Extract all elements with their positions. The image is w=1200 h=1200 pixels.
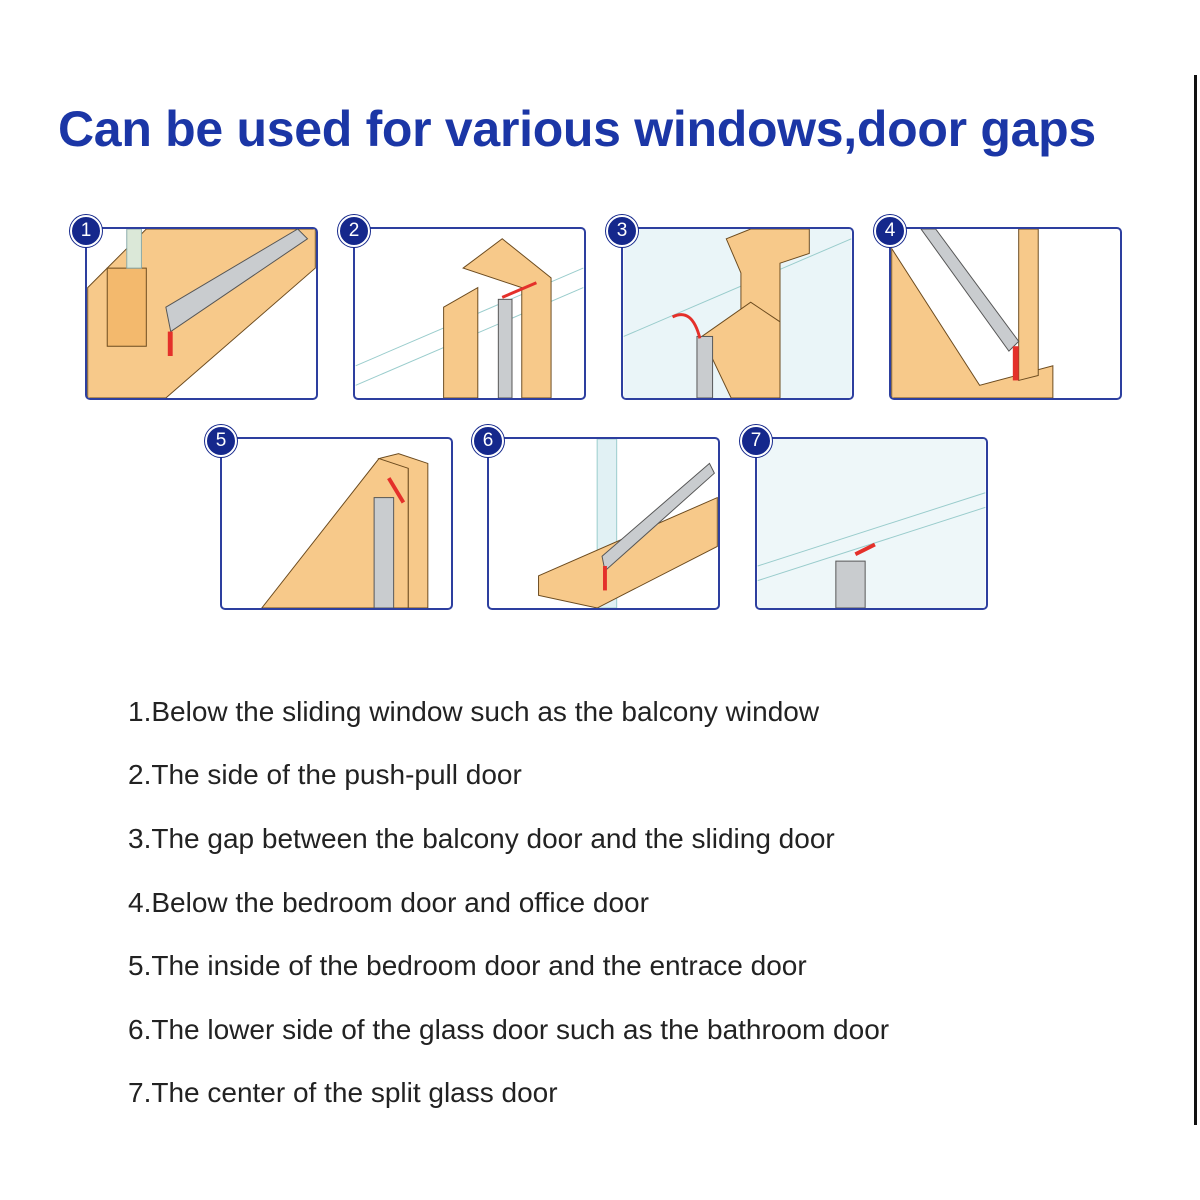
right-edge-divider bbox=[1194, 75, 1197, 1125]
badge-1: 1 bbox=[70, 215, 102, 247]
illustration-sliding-window bbox=[85, 227, 318, 400]
illustration-glass-bathroom-door bbox=[487, 437, 720, 610]
badge-5: 5 bbox=[205, 425, 237, 457]
page-title: Can be used for various windows,door gap… bbox=[58, 101, 1096, 157]
use-item-1: 1.Below the sliding window such as the b… bbox=[128, 696, 820, 727]
use-item-3: 3.The gap between the balcony door and t… bbox=[128, 823, 835, 854]
badge-4: 4 bbox=[874, 215, 906, 247]
use-item-4: 4.Below the bedroom door and office door bbox=[128, 887, 649, 918]
use-item-6: 6.The lower side of the glass door such … bbox=[128, 1014, 890, 1045]
use-item-2: 2.The side of the push-pull door bbox=[128, 759, 522, 790]
use-item-7: 7.The center of the split glass door bbox=[128, 1077, 558, 1108]
use-item-5: 5.The inside of the bedroom door and the… bbox=[128, 950, 807, 981]
badge-2: 2 bbox=[338, 215, 370, 247]
badge-7: 7 bbox=[740, 425, 772, 457]
illustration-push-pull-door bbox=[353, 227, 586, 400]
illustration-split-glass-door bbox=[755, 437, 988, 610]
illustration-balcony-sliding-door bbox=[621, 227, 854, 400]
illustration-entrance-door bbox=[220, 437, 453, 610]
badge-6: 6 bbox=[472, 425, 504, 457]
badge-3: 3 bbox=[606, 215, 638, 247]
illustration-bedroom-office-door bbox=[889, 227, 1122, 400]
